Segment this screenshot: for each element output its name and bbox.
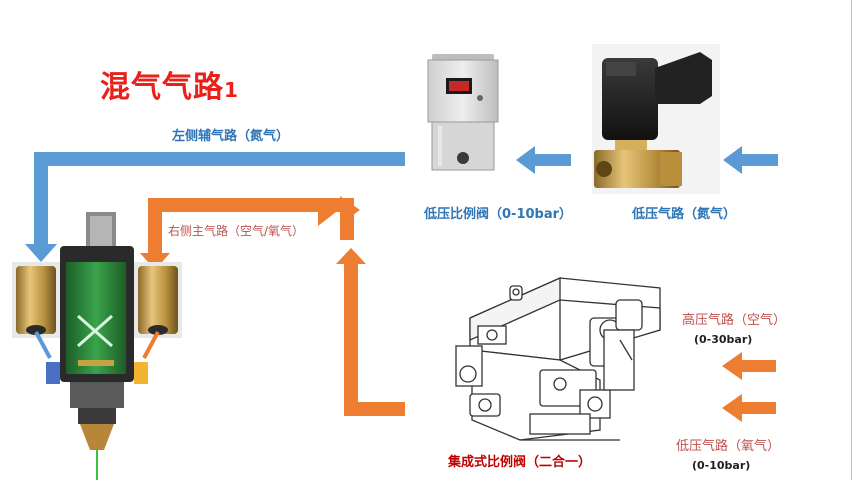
solenoid-valve-image bbox=[592, 44, 720, 194]
title-suffix: 1 bbox=[224, 78, 239, 102]
label-right-main-path: 右侧主气路（空气/氧气） bbox=[168, 224, 305, 238]
orange-arrow-high-pressure bbox=[722, 352, 776, 380]
orange-main-path-arrow-lower bbox=[336, 248, 405, 416]
integrated-valve-drawing bbox=[455, 276, 661, 441]
label-high-pressure-air: 高压气路（空气） bbox=[682, 313, 787, 328]
label-high-pressure-range: (0-30bar) bbox=[694, 333, 753, 346]
blue-arrow-to-solenoid bbox=[723, 146, 778, 174]
orange-arrow-low-pressure bbox=[722, 394, 776, 422]
label-low-pressure-valve: 低压比例阀（0-10bar） bbox=[424, 207, 573, 222]
blue-aux-path-arrow bbox=[25, 152, 405, 262]
label-left-aux-path: 左侧辅气路（氮气） bbox=[172, 129, 290, 144]
label-low-pressure-range: (0-10bar) bbox=[692, 459, 751, 472]
blue-arrow-to-regulator bbox=[516, 146, 571, 174]
label-low-pressure-nitrogen: 低压气路（氮气） bbox=[632, 207, 737, 222]
label-integrated-valve: 集成式比例阀（二合一） bbox=[448, 455, 592, 470]
title-main: 混气气路 bbox=[100, 70, 224, 105]
label-low-pressure-oxygen: 低压气路（氧气） bbox=[676, 439, 781, 454]
orange-main-path-arrow-upper bbox=[140, 196, 360, 270]
proportional-valve-image bbox=[427, 54, 499, 171]
cutting-head-image bbox=[12, 212, 182, 480]
page-title: 混气气路1 bbox=[100, 62, 239, 106]
